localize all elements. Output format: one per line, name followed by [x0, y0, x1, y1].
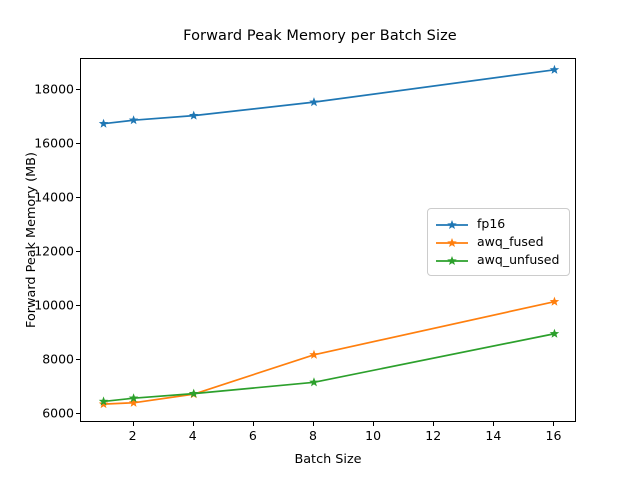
x-tick-label: 14 [485, 428, 502, 443]
x-tick-mark [132, 422, 134, 426]
data-point-marker [98, 396, 109, 406]
series-canvas [98, 64, 560, 409]
series-awq_fused [98, 296, 560, 409]
series-line [103, 300, 555, 405]
y-tick-label: 6000 [42, 405, 74, 421]
x-axis-label: Batch Size [294, 452, 362, 467]
y-tick-mark [76, 304, 80, 306]
x-tick-label: 8 [308, 428, 317, 443]
data-point-marker [309, 349, 319, 359]
x-tick-label: 2 [128, 428, 137, 443]
y-tick-label: 8000 [42, 351, 74, 367]
x-tick-mark [433, 422, 435, 426]
legend-label: awq_fused [477, 234, 544, 249]
data-point-marker [309, 377, 319, 387]
legend-item-awq_fused[interactable]: awq_fused [435, 233, 561, 251]
y-tick-mark [76, 89, 80, 90]
y-tick-mark [76, 358, 80, 360]
y-tick-mark [76, 196, 80, 198]
x-tick-label: 4 [188, 428, 197, 443]
y-tick-label: 18000 [34, 81, 74, 97]
y-tick-label: 14000 [34, 189, 74, 205]
x-tick-mark [312, 422, 314, 426]
y-tick-label: 12000 [34, 243, 74, 259]
series-line [103, 68, 555, 125]
data-point-marker [98, 399, 109, 409]
x-tick-label: 10 [365, 428, 382, 443]
y-tick-mark [76, 412, 80, 414]
y-tick-mark [76, 142, 80, 144]
y-tick-label: 16000 [34, 135, 74, 151]
data-point-marker [309, 97, 319, 107]
x-tick-mark [553, 422, 555, 426]
y-tick-label: 10000 [34, 297, 74, 313]
legend-swatch-icon [435, 217, 469, 231]
x-tick-label: 12 [425, 428, 442, 443]
data-point-marker [188, 110, 199, 120]
legend-label: awq_unfused [477, 252, 560, 267]
y-tick-mark [76, 250, 80, 252]
legend-item-awq_unfused[interactable]: awq_unfused [435, 251, 561, 269]
x-tick-label: 6 [248, 428, 257, 443]
legend-swatch-icon [435, 253, 469, 267]
series-awq_unfused [98, 328, 560, 406]
data-point-marker [128, 393, 139, 403]
data-point-marker [188, 388, 199, 398]
x-tick-mark [252, 422, 254, 426]
chart-legend: fp16 awq_fused awq_unfused [427, 208, 570, 276]
data-point-marker [549, 296, 560, 306]
chart-title: Forward Peak Memory per Batch Size [183, 28, 457, 44]
y-axis-label: Forward Peak Memory (MB) [24, 152, 39, 328]
data-point-marker [549, 64, 560, 74]
legend-swatch-icon [435, 235, 469, 249]
series-line [103, 332, 555, 403]
data-point-marker [549, 328, 560, 338]
data-point-marker [128, 397, 139, 407]
series-fp16 [98, 64, 560, 128]
data-point-marker [98, 118, 109, 128]
legend-item-fp16[interactable]: fp16 [435, 215, 561, 233]
x-tick-mark [192, 422, 194, 426]
x-tick-mark [493, 422, 495, 426]
x-tick-label: 16 [545, 428, 562, 443]
data-point-marker [128, 115, 139, 125]
legend-label: fp16 [477, 216, 506, 231]
x-tick-mark [373, 422, 375, 426]
